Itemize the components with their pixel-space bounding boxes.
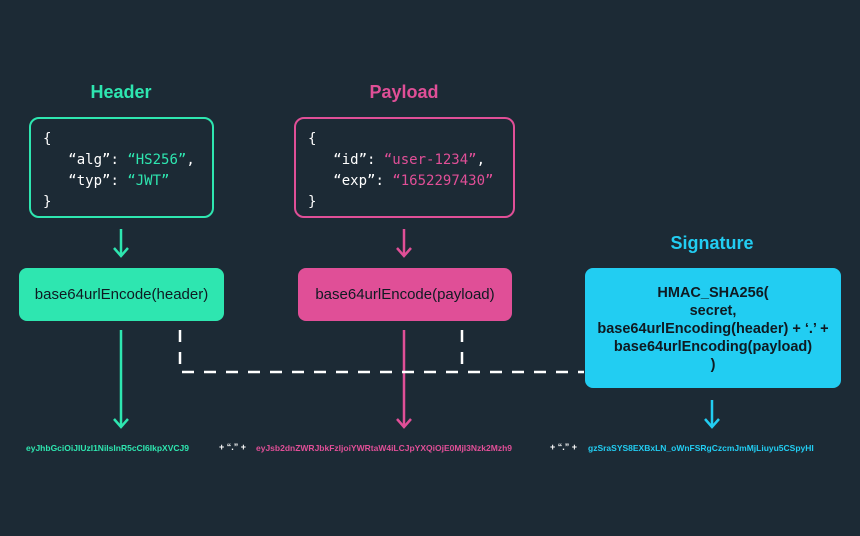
- dot-joiner-1: + “.” +: [219, 442, 247, 452]
- header-arrow-down-1: [113, 229, 129, 258]
- payload-json-box: { “id”: “user-1234”, “exp”: “1652297430”…: [294, 117, 515, 218]
- header-typ-value: “JWT”: [127, 173, 170, 189]
- header-json-alg-line: “alg”: “HS256”,: [68, 152, 195, 168]
- header-typ-key: “typ”: [68, 173, 111, 189]
- payload-exp-value: “1652297430”: [392, 173, 494, 189]
- header-alg-key: “alg”: [68, 152, 111, 168]
- payload-json-open: {: [308, 131, 317, 147]
- header-alg-value: “HS256”: [127, 152, 187, 168]
- payload-id-value: “user-1234”: [383, 152, 477, 168]
- payload-arrow-down-2: [396, 330, 412, 429]
- header-json-box: { “alg”: “HS256”, “typ”: “JWT”}: [29, 117, 214, 218]
- header-json-typ-line: “typ”: “JWT”: [68, 173, 170, 189]
- header-json-open: {: [43, 131, 52, 147]
- payload-json-exp-line: “exp”: “1652297430”: [333, 173, 494, 189]
- signature-formula-box: HMAC_SHA256( secret, base64urlEncoding(h…: [585, 268, 841, 388]
- payload-json-close: }: [308, 194, 317, 210]
- header-json-close: }: [43, 194, 52, 210]
- dashed-connector-header: [178, 330, 584, 374]
- payload-encode-box: base64urlEncode(payload): [298, 268, 512, 321]
- payload-token: eyJsb2dnZWRJbkFzIjoiYWRtaW4iLCJpYXQiOjE0…: [256, 443, 512, 453]
- header-encode-box: base64urlEncode(header): [19, 268, 224, 321]
- signature-line-5: ): [710, 357, 716, 373]
- signature-title: Signature: [670, 233, 754, 253]
- signature-line-2: secret,: [689, 303, 737, 319]
- payload-arrow-down-1: [396, 229, 412, 258]
- signature-line-4: base64urlEncoding(payload): [613, 339, 813, 355]
- payload-title: Payload: [369, 82, 439, 102]
- header-arrow-down-2: [113, 330, 129, 429]
- payload-id-key: “id”: [333, 152, 368, 168]
- signature-arrow-down: [704, 400, 720, 429]
- signature-line-1: HMAC_SHA256(: [657, 285, 769, 301]
- dot-joiner-2: + “.” +: [550, 442, 578, 452]
- payload-exp-key: “exp”: [333, 173, 376, 189]
- header-token: eyJhbGciOiJIUzI1NiIsInR5cCI6IkpXVCJ9: [26, 443, 189, 453]
- payload-json-id-line: “id”: “user-1234”,: [333, 152, 486, 168]
- signature-line-3: base64urlEncoding(header) + ‘.’ +: [597, 321, 829, 337]
- header-title: Header: [90, 82, 152, 102]
- signature-token: gzSraSYS8EXBxLN_oWnFSRgCzcmJmMjLiuyu5CSp…: [588, 443, 814, 453]
